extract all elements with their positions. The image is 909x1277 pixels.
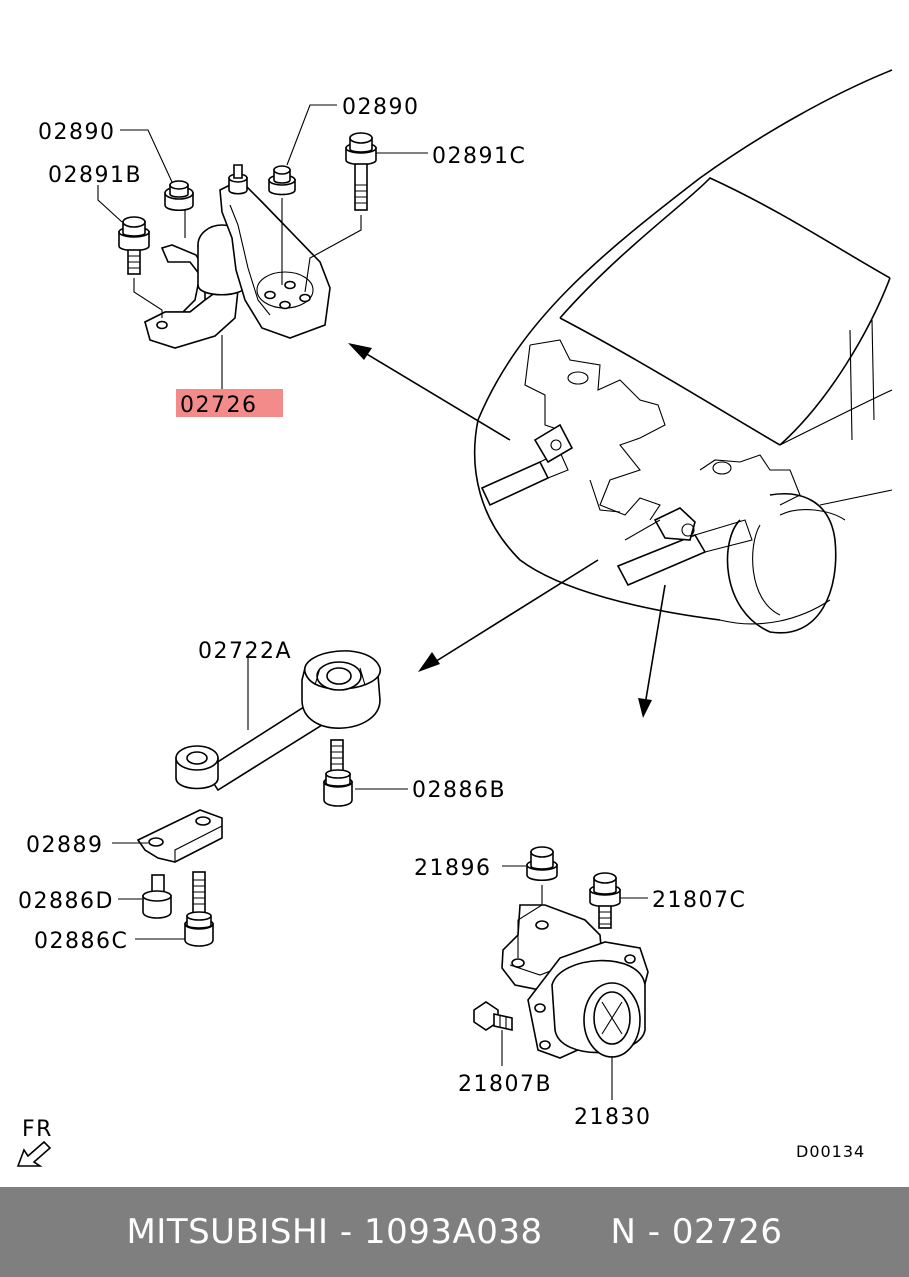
- front-direction-marker: FR: [16, 1117, 53, 1167]
- bolt-02886d[interactable]: [142, 874, 172, 919]
- highlight-box: [176, 389, 283, 417]
- footer-brand: MITSUBISHI: [126, 1212, 329, 1252]
- right-engine-mount[interactable]: [501, 904, 649, 1059]
- top-bolt-right[interactable]: [345, 132, 377, 211]
- footer-part-number: 1093A038: [364, 1212, 543, 1252]
- label-02891b: 02891B: [48, 163, 142, 188]
- top-nut-right[interactable]: [268, 165, 296, 196]
- bolt-21807b[interactable]: [473, 1001, 513, 1031]
- label-02889: 02889: [26, 833, 104, 858]
- footer-ref: N - 02726: [610, 1212, 783, 1252]
- label-21830: 21830: [574, 1105, 652, 1130]
- pointer-arrows: [348, 343, 666, 718]
- torque-rod[interactable]: [175, 650, 381, 792]
- rod-bolt[interactable]: [323, 739, 353, 807]
- nut-21896[interactable]: [526, 846, 558, 882]
- bolt-02886c[interactable]: [184, 871, 214, 947]
- label-02886d: 02886D: [18, 889, 114, 914]
- label-02886c: 02886C: [34, 929, 128, 954]
- footer-separator-dash: -: [339, 1212, 353, 1252]
- fr-label: FR: [22, 1117, 53, 1142]
- parts-diagram: 02890 02890 02891B 02891C 02726 02722A 0…: [16, 69, 893, 1167]
- footer-gap: [543, 1212, 611, 1252]
- drawing-code: D00134: [796, 1142, 865, 1161]
- label-02891c: 02891C: [432, 144, 526, 169]
- label-21896: 21896: [414, 856, 492, 881]
- mount-plate[interactable]: [136, 809, 223, 863]
- nut-right-align: [517, 885, 543, 958]
- top-bolt-left[interactable]: [118, 216, 150, 275]
- engine-bay: [480, 339, 801, 587]
- car-body-outline: [473, 69, 893, 634]
- label-02890-left: 02890: [38, 120, 116, 145]
- footer-bar: MITSUBISHI - 1093A038 N - 02726: [0, 1187, 909, 1277]
- label-02886b: 02886B: [412, 778, 506, 803]
- label-02726: 02726: [180, 393, 258, 418]
- footer-separator: [329, 1212, 340, 1252]
- label-02890-right: 02890: [342, 95, 420, 120]
- label-21807b: 21807B: [458, 1072, 552, 1097]
- label-02722a: 02722A: [198, 639, 292, 664]
- top-alignment-lines: [133, 198, 362, 318]
- top-leader-lines: [97, 104, 428, 390]
- top-nut-left[interactable]: [164, 180, 194, 212]
- footer-space: [353, 1212, 364, 1252]
- bolt-21807c[interactable]: [589, 872, 621, 929]
- label-21807c: 21807C: [652, 888, 746, 913]
- engine-mount-bracket[interactable]: [143, 164, 331, 349]
- fr-arrow-icon: [16, 1140, 52, 1167]
